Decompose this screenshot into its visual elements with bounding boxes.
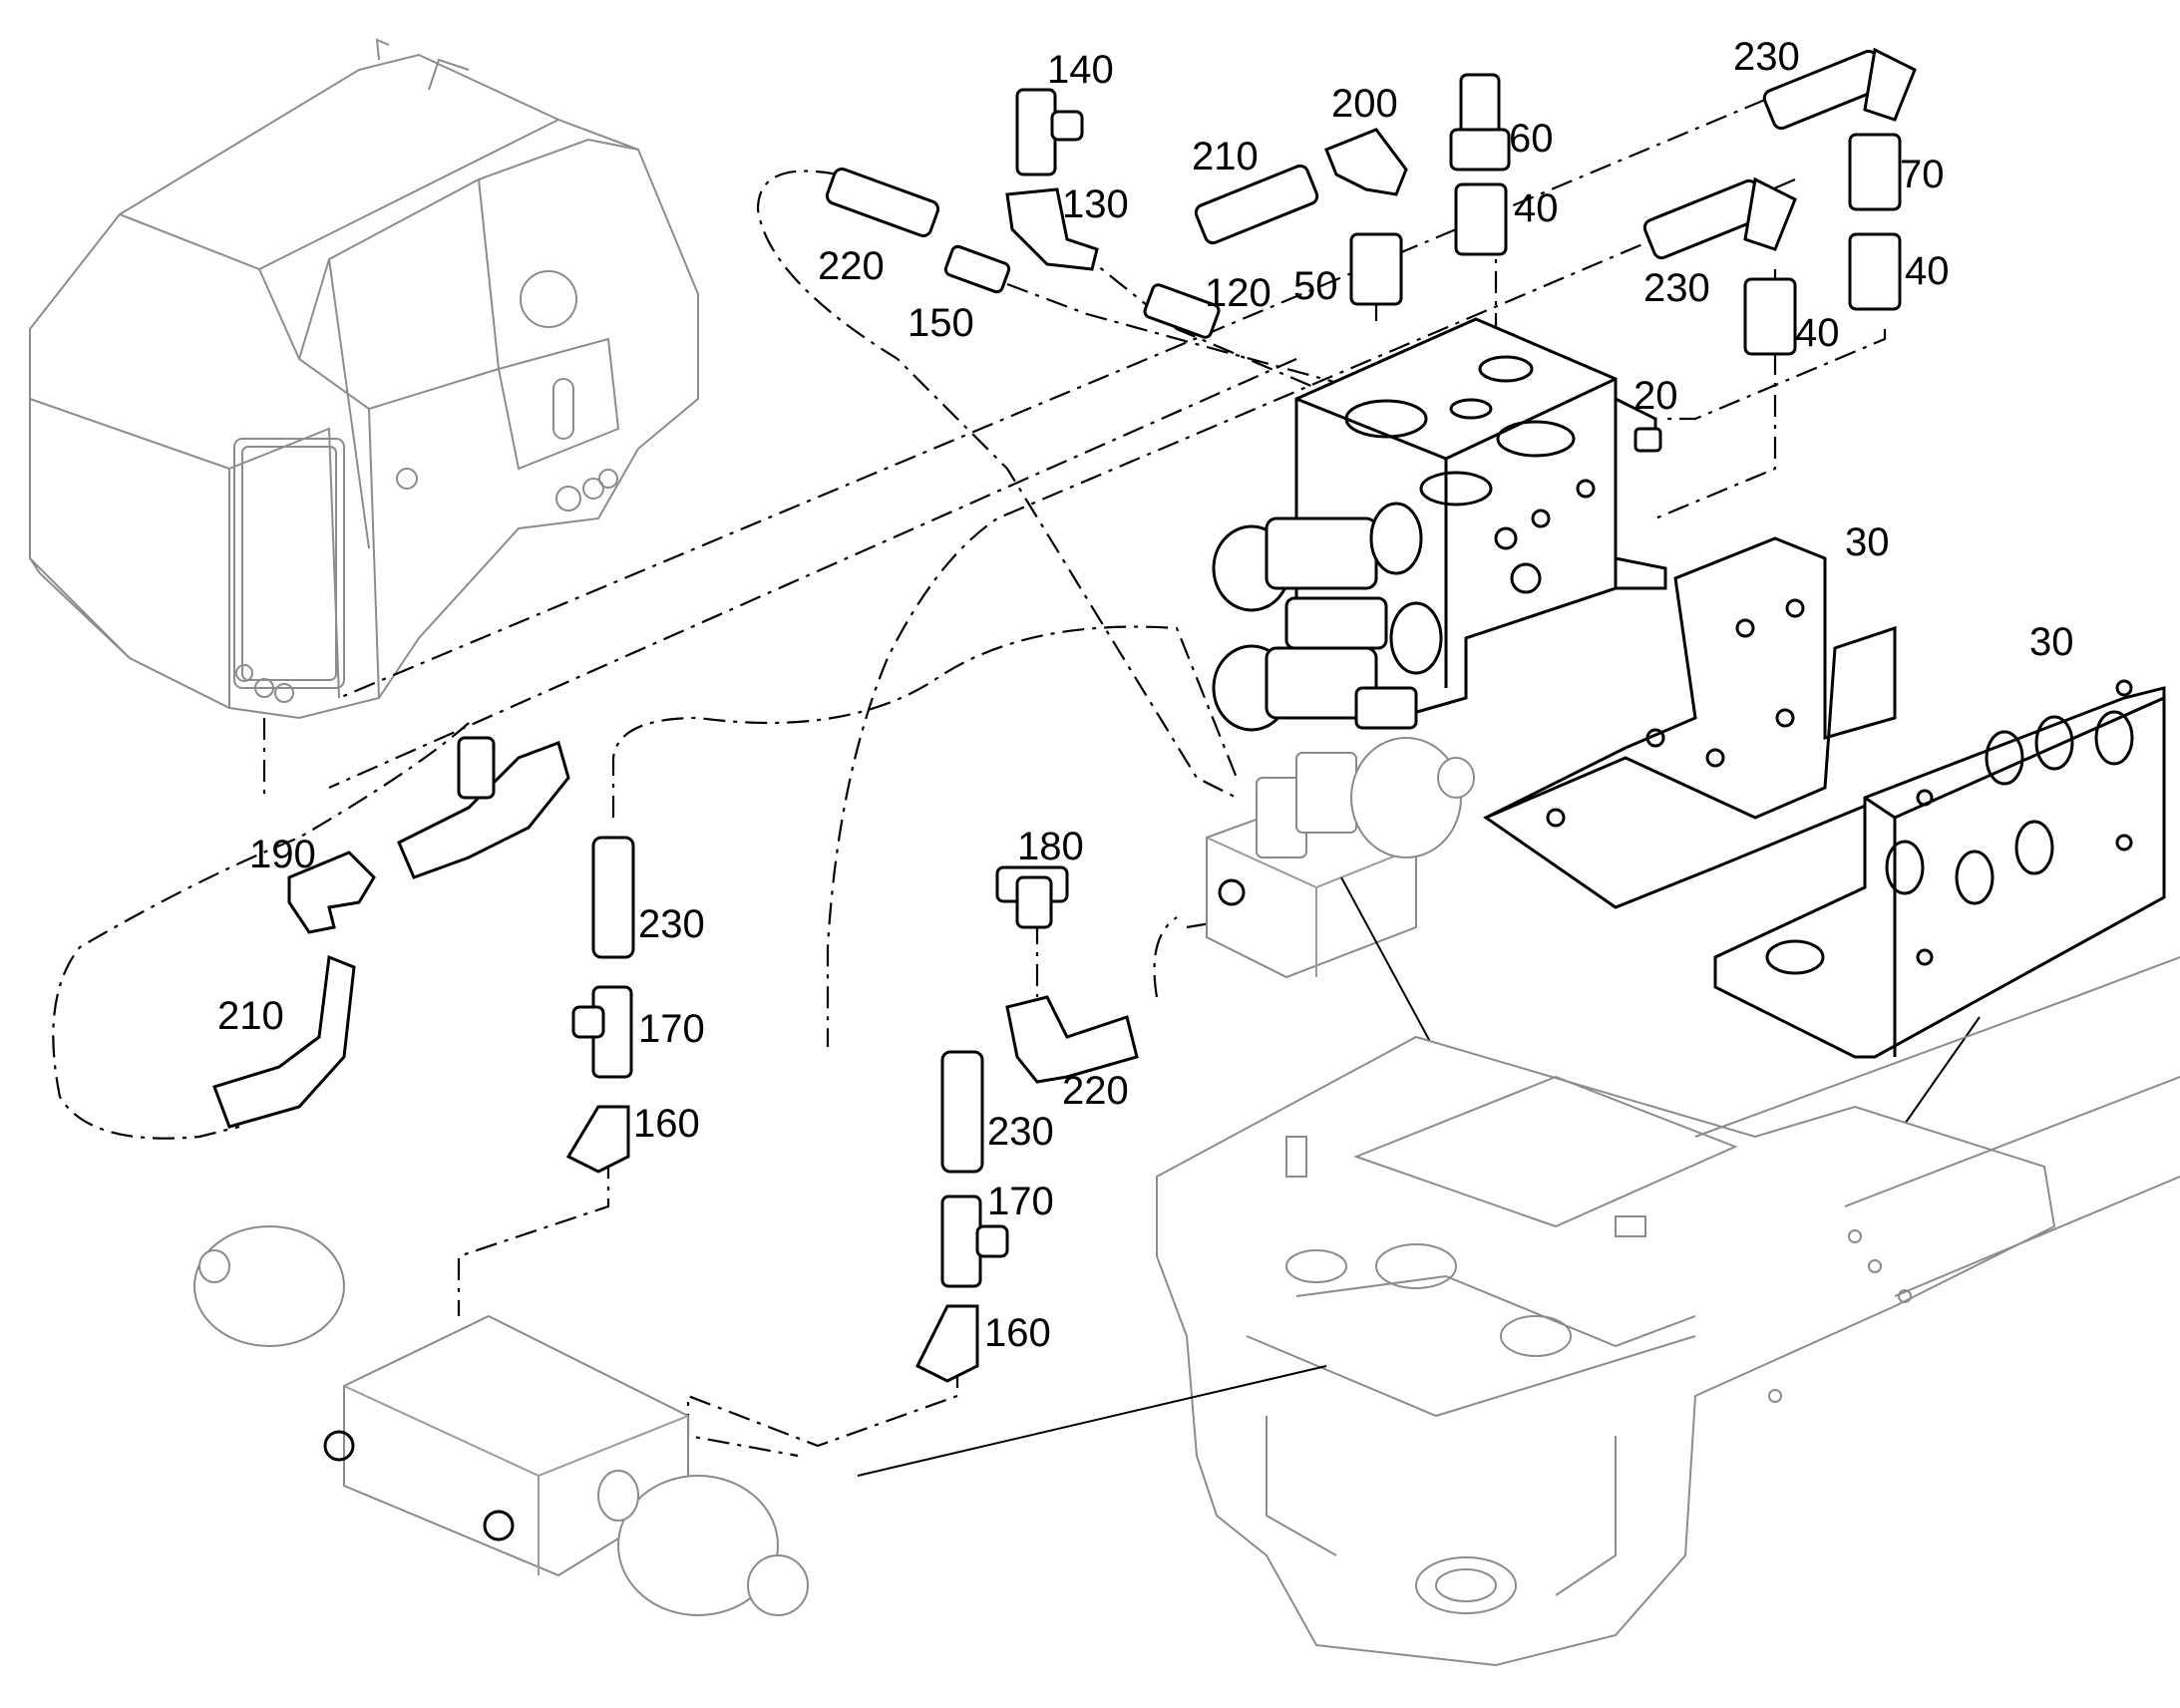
label-70: 70: [1900, 153, 1945, 196]
cab-frame: [29, 38, 699, 720]
label-220-top: 220: [818, 244, 885, 288]
label-170-lower: 170: [987, 1180, 1054, 1223]
bracket-30-left: [1483, 536, 1897, 909]
label-170-left: 170: [638, 1007, 705, 1051]
fittings: [212, 47, 1917, 1383]
label-160-left: 160: [633, 1102, 700, 1146]
label-230-lower: 230: [987, 1110, 1054, 1154]
label-40-top: 40: [1514, 186, 1559, 230]
label-230-left: 230: [638, 902, 705, 946]
bracket-30-right: [1713, 679, 2166, 1059]
label-150: 150: [908, 301, 974, 345]
label-160-lower: 160: [984, 1311, 1051, 1355]
label-40-mid: 40: [1795, 311, 1840, 355]
label-120: 120: [1205, 271, 1272, 315]
chassis: [1156, 956, 2180, 1667]
label-50: 50: [1293, 264, 1338, 308]
label-30-right: 30: [2029, 620, 2074, 664]
label-20: 20: [1634, 374, 1678, 418]
label-130: 130: [1062, 182, 1129, 226]
label-180: 180: [1017, 825, 1084, 868]
label-230-mid: 230: [1643, 266, 1710, 310]
accumulator-block-bottom: [193, 1225, 809, 1616]
label-40-right: 40: [1905, 249, 1950, 293]
label-230-top: 230: [1733, 35, 1800, 79]
label-140: 140: [1047, 48, 1114, 92]
leader-bottom-block: [857, 1365, 1327, 1477]
accumulator-block-mid: [1206, 737, 1475, 979]
label-190: 190: [249, 833, 316, 876]
label-60: 60: [1509, 117, 1554, 161]
valve-block: [1212, 317, 1667, 732]
label-200: 200: [1331, 82, 1398, 126]
label-220-lower: 220: [1062, 1069, 1129, 1113]
label-210-left: 210: [217, 994, 284, 1038]
part-labels: 140 200 60 230 210 130 70 40 220 120 50 …: [217, 35, 2074, 1355]
guide-lines: [52, 98, 1887, 1458]
label-30-left: 30: [1845, 520, 1890, 564]
label-210-top: 210: [1192, 135, 1259, 178]
